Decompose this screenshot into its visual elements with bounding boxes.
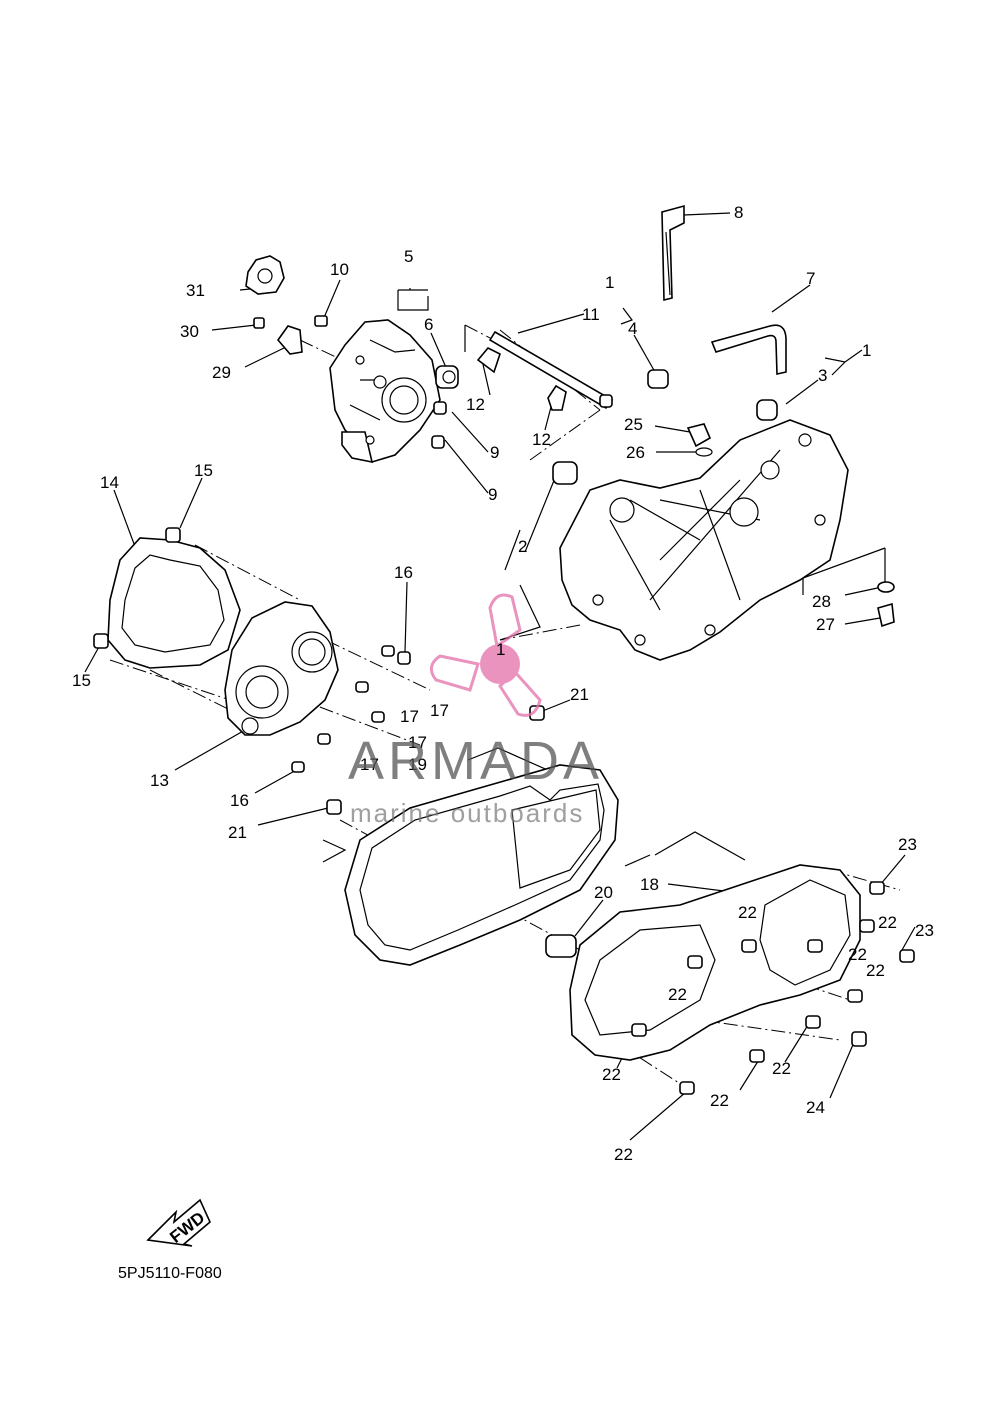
- callout: 1: [496, 640, 505, 659]
- part-code: 5PJ5110-F080: [118, 1265, 222, 1282]
- callout: 29: [212, 363, 231, 382]
- part-cover-13: [224, 601, 339, 736]
- part-strap: [661, 204, 685, 302]
- callout: 27: [816, 615, 835, 634]
- callout: 22: [866, 961, 885, 980]
- callout-labels: 1 1 1 2 3 4 5 6 7 8 9 9 10 11 12 12 13 1…: [72, 203, 934, 1164]
- watermark-name: ARMADA: [348, 731, 604, 791]
- callout: 12: [466, 395, 485, 414]
- part-bolts-22-24: [631, 881, 915, 1095]
- part-hose: [710, 324, 787, 375]
- part-bushings-2-3: [552, 399, 778, 485]
- callout: 24: [806, 1098, 825, 1117]
- callout: 15: [72, 671, 91, 690]
- callout: 9: [490, 443, 499, 462]
- fwd-arrow-icon: FWD: [146, 1198, 211, 1247]
- watermark-logo: [429, 593, 542, 717]
- callout: 22: [738, 903, 757, 922]
- callout: 21: [570, 685, 589, 704]
- part-plug-25: [686, 423, 712, 448]
- part-bolt-10: [314, 315, 328, 327]
- part-dowels-15: [93, 527, 181, 649]
- callout: 16: [394, 563, 413, 582]
- callout: 1: [862, 341, 871, 360]
- callout: 7: [806, 269, 815, 288]
- callout: 9: [488, 485, 497, 504]
- part-front-housing: [329, 319, 441, 464]
- part-gasket-14: [107, 537, 241, 669]
- callout: 10: [330, 260, 349, 279]
- watermark-tagline: marine outboards: [350, 798, 585, 828]
- callout: 13: [150, 771, 169, 790]
- part-clip-29: [276, 325, 303, 355]
- callout: 11: [582, 305, 600, 324]
- callout: 22: [848, 945, 867, 964]
- callout: 17: [408, 733, 427, 752]
- part-outer-cover-18: [569, 864, 861, 1061]
- callout: 18: [640, 875, 659, 894]
- part-crankcase: [559, 419, 849, 661]
- part-dowel-20: [545, 934, 577, 958]
- callout: 15: [194, 461, 213, 480]
- callout: 2: [518, 537, 527, 556]
- callout: 6: [424, 315, 433, 334]
- part-bolts-16-17: [291, 645, 411, 773]
- callout: 20: [594, 883, 613, 902]
- part-bolt-27-28: [877, 581, 895, 628]
- part-gasket-19: [344, 764, 619, 966]
- callout: 26: [626, 443, 645, 462]
- callout: 22: [668, 985, 687, 1004]
- callout: 14: [100, 473, 119, 492]
- callout: 23: [915, 921, 934, 940]
- part-bushing-6: [435, 365, 459, 389]
- callout: 8: [734, 203, 743, 222]
- callout: 17: [430, 701, 449, 720]
- part-oring-26: [695, 447, 713, 457]
- callout: 3: [818, 366, 827, 385]
- callout: 22: [878, 913, 897, 932]
- callout: 17: [360, 755, 379, 774]
- leader-lines: [84, 212, 916, 1141]
- callout: 25: [624, 415, 643, 434]
- callout: 31: [186, 281, 205, 300]
- callout: 28: [812, 592, 831, 611]
- callout: 12: [532, 430, 551, 449]
- callout: 1: [605, 273, 614, 292]
- part-bolt-30: [253, 317, 265, 329]
- callout: 30: [180, 322, 199, 341]
- callout: 22: [772, 1059, 791, 1078]
- part-plate: [245, 255, 285, 295]
- part-clips-12: [476, 347, 567, 411]
- callout: 16: [230, 791, 249, 810]
- part-dowels-9: [431, 401, 447, 449]
- callout: 17: [400, 707, 419, 726]
- callout: 5: [404, 247, 413, 266]
- callout: 21: [228, 823, 247, 842]
- callout: 23: [898, 835, 917, 854]
- callout: 4: [628, 319, 637, 338]
- part-bushing-4: [647, 369, 669, 389]
- callout: 19: [408, 755, 427, 774]
- callout: 22: [710, 1091, 729, 1110]
- callout: 22: [602, 1065, 621, 1084]
- callout: 22: [614, 1145, 633, 1164]
- part-shaft-11: [488, 330, 614, 410]
